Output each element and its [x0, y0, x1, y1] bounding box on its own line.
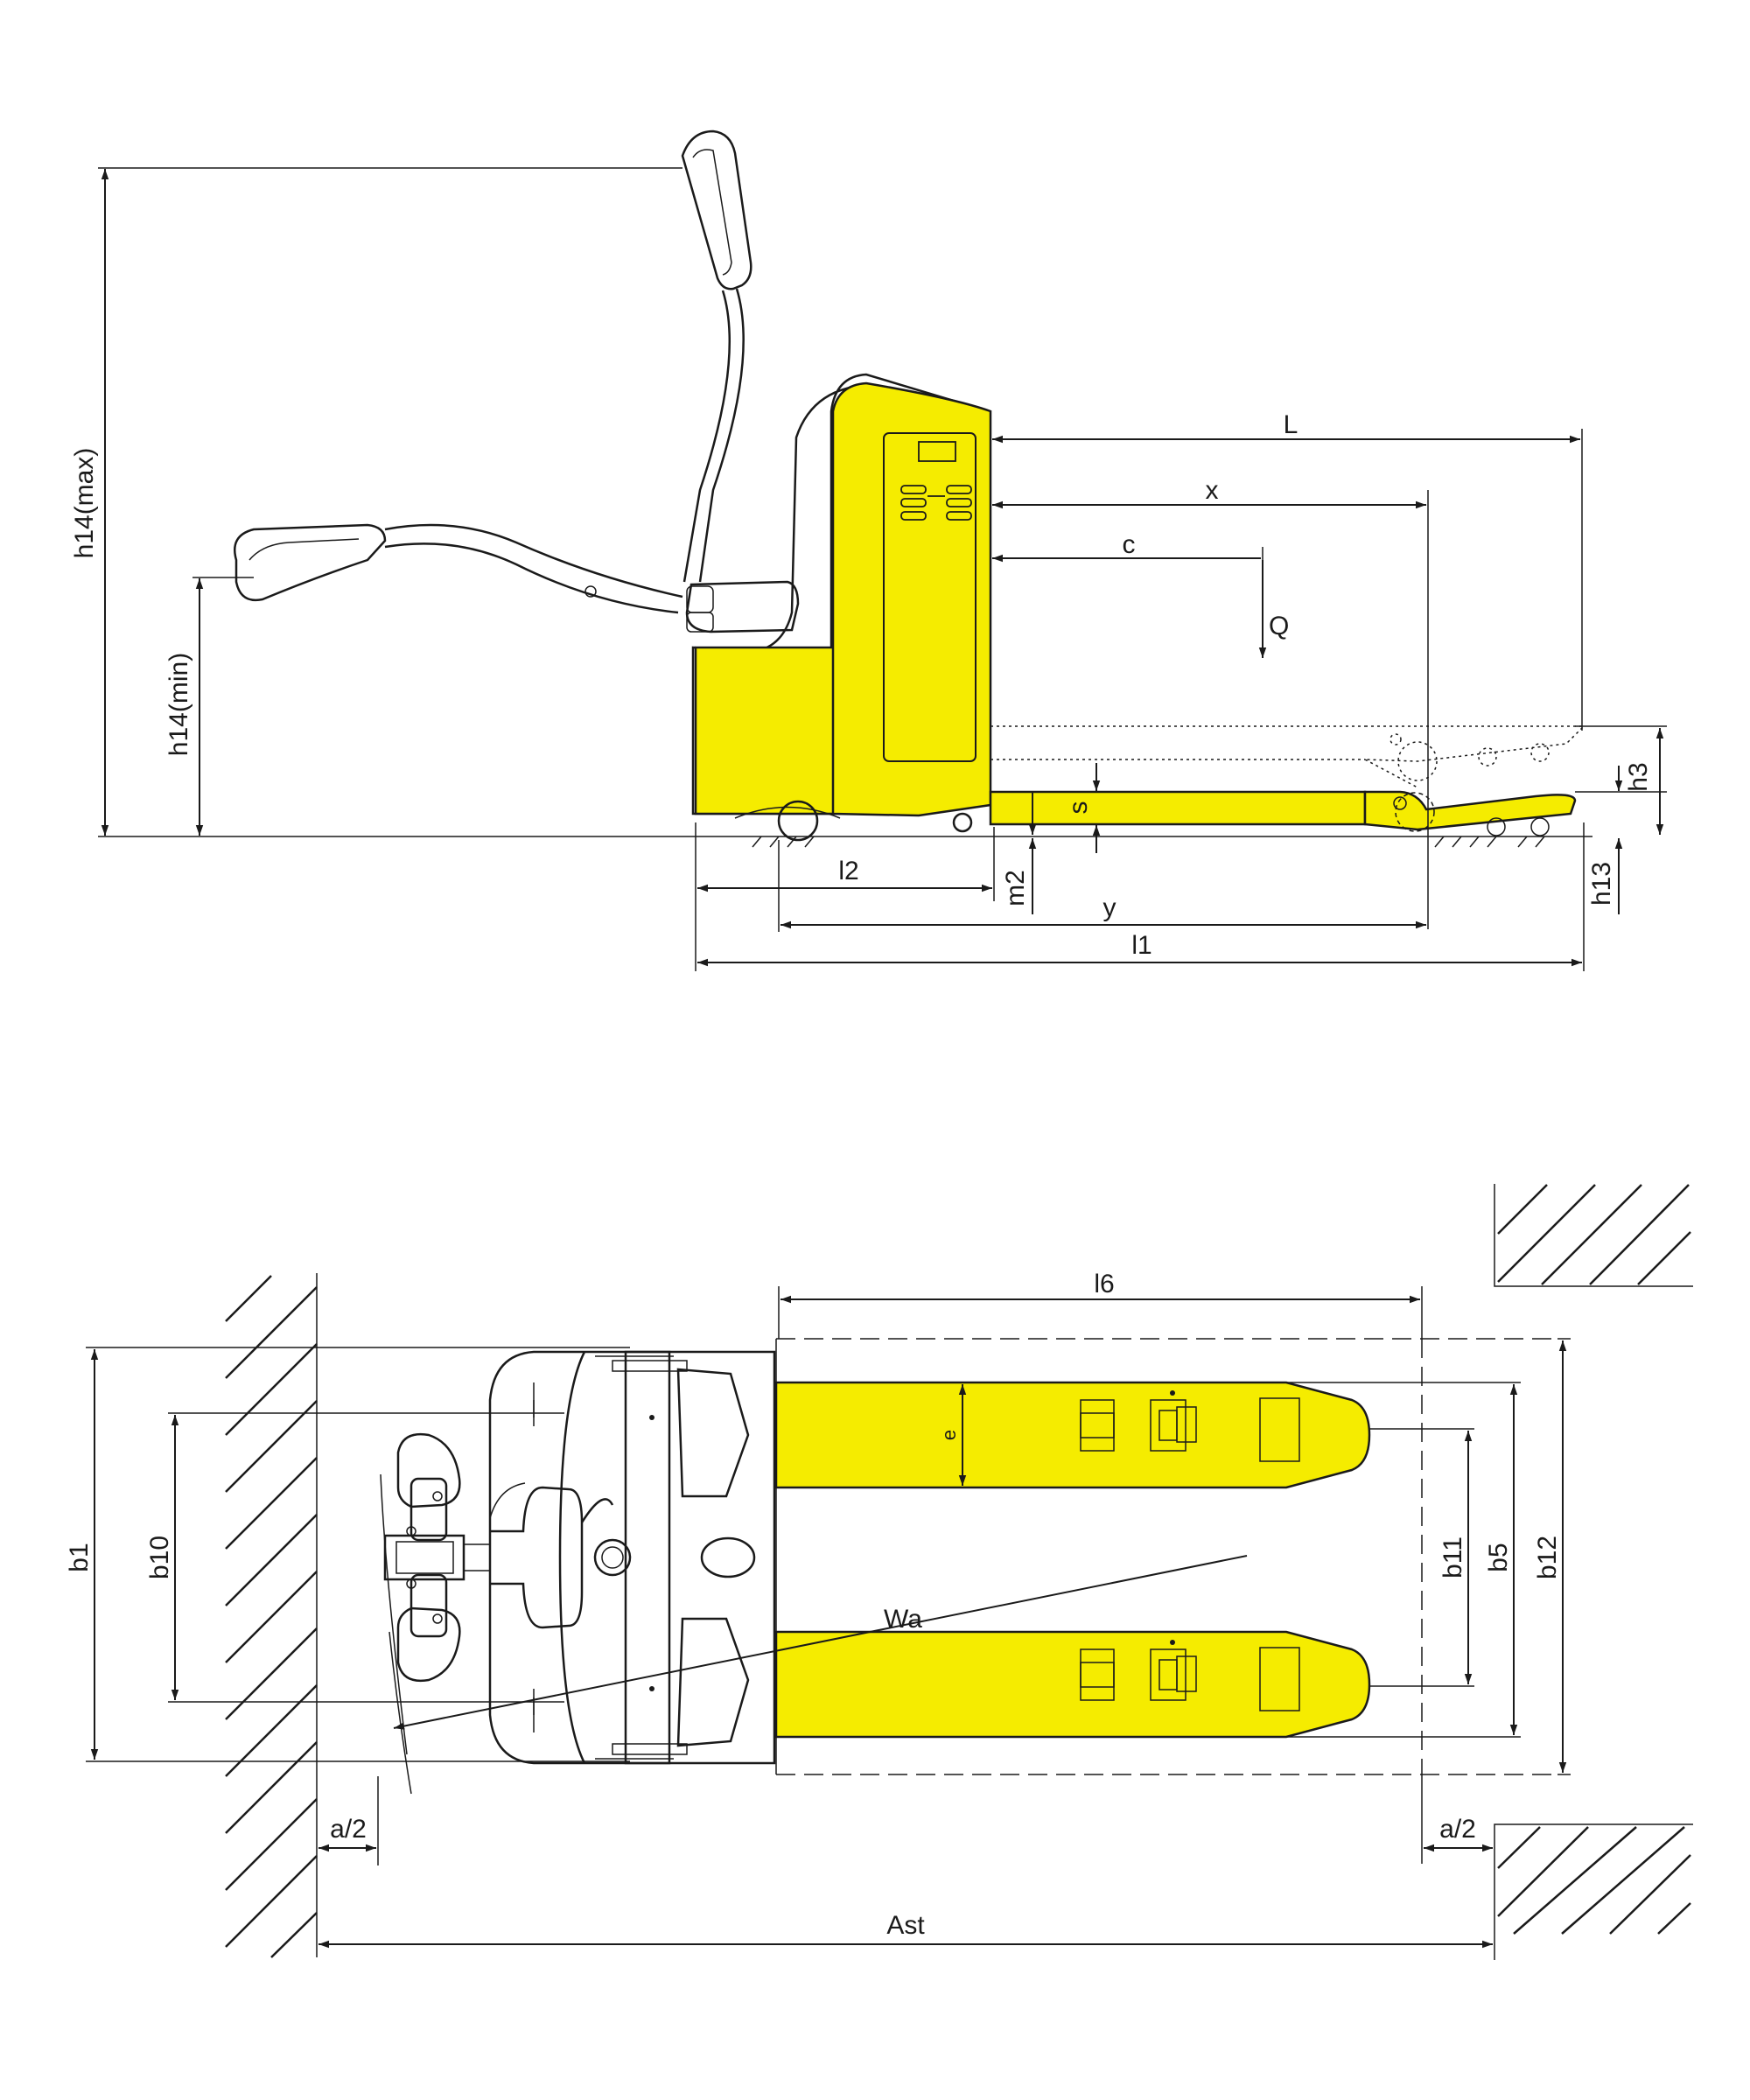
label-Ast: Ast — [886, 1911, 925, 1940]
load-roller — [1395, 792, 1435, 832]
label-m2: m2 — [1001, 870, 1030, 906]
hood-panel — [883, 432, 976, 762]
label-a2-left: a/2 — [330, 1815, 367, 1844]
label-a2-right: a/2 — [1439, 1815, 1476, 1844]
fork-lowered — [989, 790, 1367, 826]
left-wall-hatch — [225, 1273, 318, 1958]
tiller-upright — [681, 130, 752, 583]
label-h14-min: h14(min) — [164, 653, 193, 756]
top-view: l6 b1 b10 e Wa b11 b5 b12 — [65, 1184, 1693, 1960]
tiller-handle-top — [380, 1432, 490, 1795]
fork-raised-outline — [990, 725, 1586, 788]
label-l1: l1 — [1131, 931, 1152, 960]
chassis-rear-cover — [691, 373, 990, 816]
battery-box — [694, 646, 837, 816]
side-view: h14(max) h14(min) L x c Q s h3 h13 — [70, 130, 1667, 971]
right-wall-hatch-top — [1494, 1184, 1693, 1287]
label-b11: b11 — [1438, 1536, 1467, 1578]
dim-Wa — [393, 1555, 1248, 1730]
label-L: L — [1284, 410, 1298, 439]
label-h13: h13 — [1587, 862, 1616, 906]
fork-right — [774, 1630, 1371, 1739]
tiller-lowered — [234, 523, 683, 614]
label-b10: b10 — [145, 1536, 174, 1579]
label-s: s — [1064, 802, 1093, 815]
label-y: y — [1103, 893, 1116, 922]
vent-slots — [900, 485, 972, 521]
drive-wheel — [777, 800, 819, 842]
label-b1: b1 — [65, 1543, 94, 1572]
label-c: c — [1123, 530, 1136, 559]
label-Q: Q — [1269, 612, 1289, 640]
hood — [831, 382, 992, 817]
label-h14-max: h14(max) — [70, 448, 99, 559]
label-b5: b5 — [1484, 1543, 1513, 1572]
label-Wa: Wa — [884, 1605, 922, 1634]
right-wall-hatch-bottom — [1494, 1824, 1693, 1935]
label-l2: l2 — [838, 857, 858, 886]
label-h3: h3 — [1624, 762, 1653, 791]
label-l6: l6 — [1094, 1270, 1114, 1298]
ground-hatch — [752, 836, 1545, 848]
label-x: x — [1206, 476, 1219, 505]
label-e: e — [938, 1430, 960, 1440]
pallet-outline — [776, 1338, 1558, 1775]
fork-left — [774, 1381, 1371, 1489]
label-b12: b12 — [1533, 1536, 1562, 1579]
